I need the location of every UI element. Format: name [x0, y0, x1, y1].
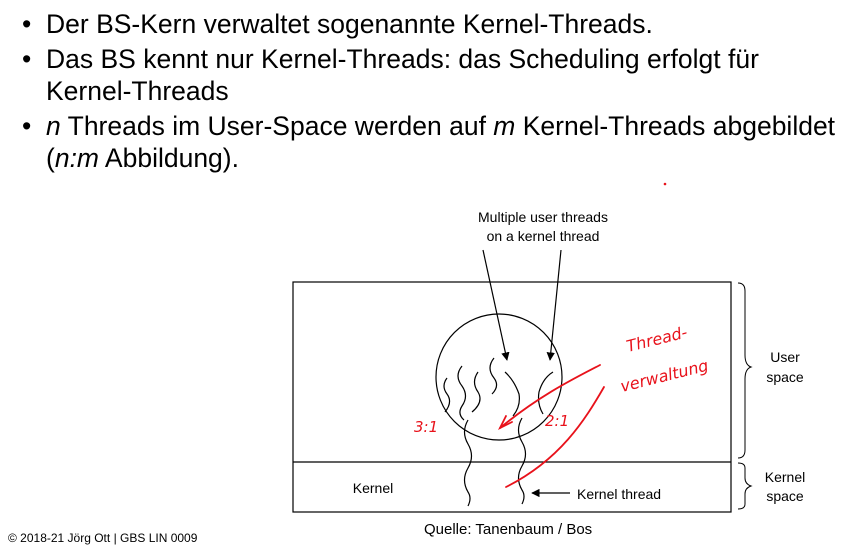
kernel-space-brace [737, 462, 753, 510]
bullet-2: • Das BS kennt nur Kernel-Threads: das Sc… [18, 43, 838, 107]
ratio-label-left: 3:1 [414, 418, 438, 436]
kernel-thread-left [463, 419, 473, 507]
bullet-1: • Der BS-Kern verwaltet sogenannte Kernel… [18, 8, 838, 40]
bullet-3-text-c: Abbildung). [99, 143, 239, 173]
bullet-2-text: Das BS kennt nur Kernel-Threads: das Sch… [46, 44, 759, 106]
ink-curve-to-kernel [505, 386, 605, 488]
kernel-space-label-1: Kernel [765, 469, 805, 485]
callout-arrow-right [546, 249, 562, 361]
footer-copyright: © 2018-21 Jörg Ott | GBS LIN 0009 [8, 531, 198, 545]
note-line-1: Thread- [624, 322, 689, 356]
user-space-label-1: User [770, 349, 800, 365]
user-space-brace [737, 282, 753, 459]
kernel-thread-label: Kernel thread [577, 486, 661, 502]
bullet-dot: • [22, 44, 32, 74]
note-line-2: verwaltung [618, 356, 710, 396]
user-thread [457, 365, 467, 421]
callout-arrow-left [482, 249, 510, 361]
bullet-1-text: Der BS-Kern verwaltet sogenannte Kernel-… [46, 9, 653, 39]
bullet-3-n: n [46, 111, 61, 141]
callout-line-2: on a kernel thread [487, 228, 600, 244]
user-thread [489, 357, 498, 395]
user-thread [443, 377, 451, 413]
ink-dot [663, 182, 667, 186]
kernel-label: Kernel [353, 480, 393, 496]
callout-line-1: Multiple user threads [478, 209, 608, 225]
bullet-dot: • [22, 111, 32, 141]
ratio-label-right: 2:1 [545, 412, 569, 430]
bullet-3-nm: n:m [54, 143, 100, 173]
source-citation: Quelle: Tanenbaum / Bos [424, 521, 593, 538]
user-space-label-2: space [766, 369, 804, 385]
bullet-3-text-a: Threads im User-Space werden auf [60, 111, 494, 141]
process-frame [292, 281, 732, 513]
bullet-dot: • [22, 9, 32, 39]
kernel-thread-right [517, 417, 527, 505]
bullet-3-m: m [493, 111, 516, 141]
process-circle [435, 313, 563, 441]
kernel-space-label-2: space [766, 488, 804, 504]
user-thread [504, 371, 520, 417]
bullet-list: • Der BS-Kern verwaltet sogenannte Kernel… [18, 8, 838, 177]
bullet-3: • n Threads im User-Space werden auf m Ke… [18, 110, 838, 174]
user-thread [537, 371, 554, 415]
ink-arrow-head [497, 415, 513, 431]
bullet-3-text-b: Kernel-Threads abgebildet ( [46, 111, 836, 173]
user-thread [471, 371, 481, 413]
ink-arrow-to-threads [499, 364, 601, 429]
